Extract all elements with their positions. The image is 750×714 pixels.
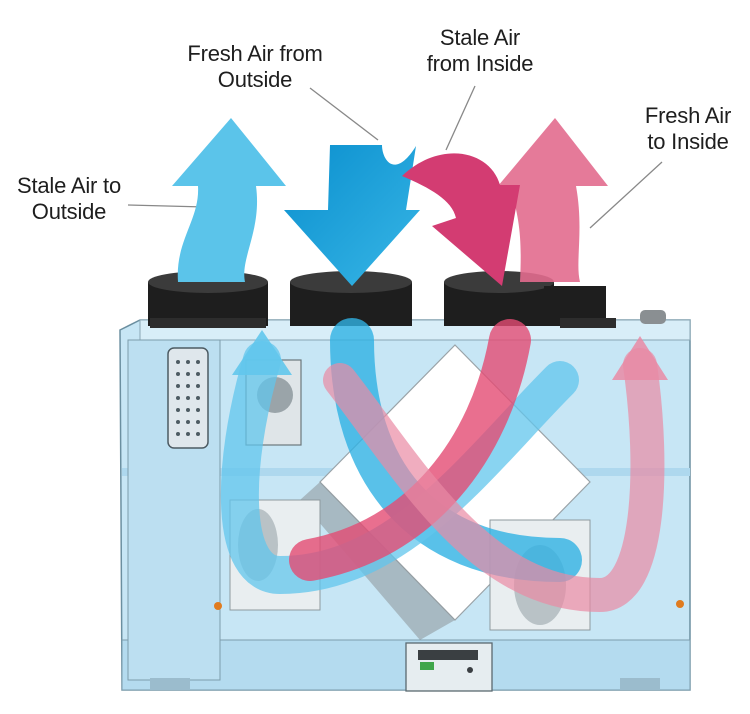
foot-left: [150, 678, 190, 690]
label-stale-air-to-outside: Stale Air to Outside: [17, 173, 121, 224]
arrow-fresh-from-outside: [284, 145, 420, 286]
control-board: [405, 642, 493, 692]
internal-airflow: [220, 318, 665, 613]
arrow-stale-from-inside: [402, 153, 520, 286]
inner-arrowhead-left: [232, 330, 292, 375]
vent-grille: [167, 347, 209, 449]
bolt-left: [214, 602, 222, 610]
label-stale-air-from-inside: Stale Air from Inside: [426, 25, 534, 76]
foot-right: [620, 678, 660, 690]
leader-stale-to-outside: [127, 204, 206, 208]
flow-stale-inside-internal: [289, 319, 531, 581]
leader-fresh-to-inside: [589, 161, 663, 229]
leader-lines: [127, 85, 663, 229]
arrow-stale-to-outside: [172, 118, 286, 282]
flow-fresh-inside-internal: [323, 348, 665, 613]
bolt-right: [676, 600, 684, 608]
collar-fresh-to-inside: [544, 286, 616, 328]
label-fresh-air-to-inside: Fresh Air to Inside: [644, 103, 732, 154]
inner-arrowhead-right: [612, 336, 668, 380]
arrow-fresh-to-inside: [498, 118, 608, 282]
leader-stale-from-inside: [445, 85, 476, 151]
external-arrows: [172, 118, 608, 286]
handle-right: [640, 310, 666, 324]
label-fresh-air-from-outside: Fresh Air from Outside: [187, 41, 323, 92]
leader-fresh-from-outside: [309, 87, 379, 141]
